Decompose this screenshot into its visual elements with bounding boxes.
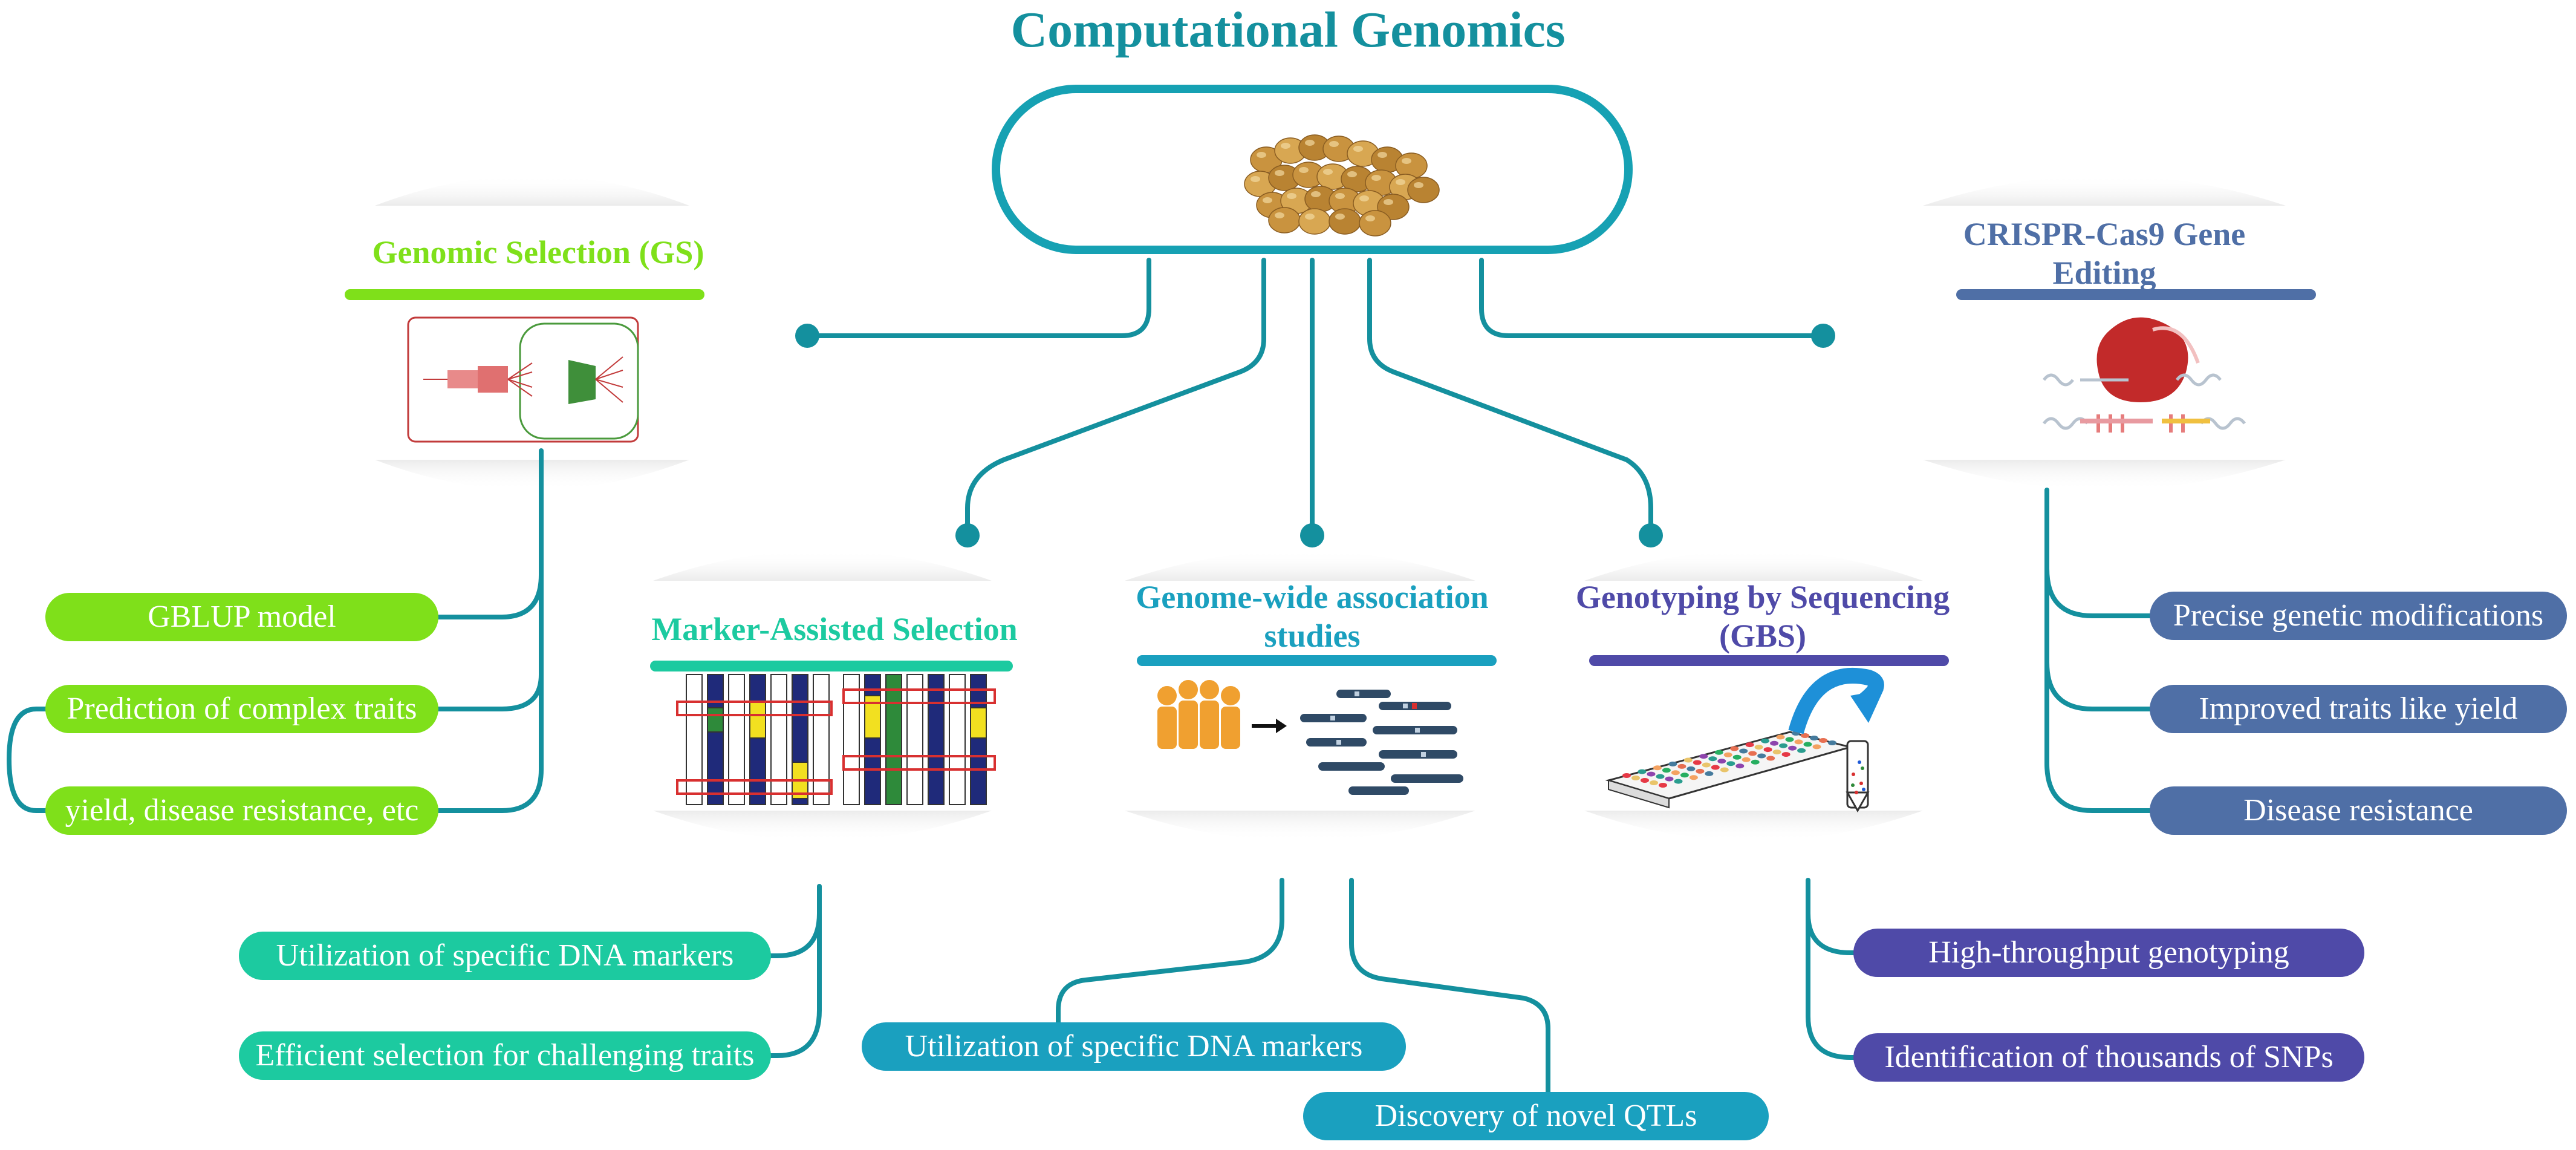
gwas-title: Genome-wide association studies — [1136, 579, 1489, 654]
gs-loop — [7, 707, 51, 813]
gs-title: Genomic Selection (GS) — [372, 234, 704, 270]
mas-item-1: Utilization of specific DNA markers — [239, 932, 771, 980]
branch-gs — [805, 258, 1151, 338]
mas-chromosome-illustration — [676, 674, 996, 805]
mas-underline — [650, 661, 1013, 671]
gs-item-2: Prediction of complex traits — [45, 685, 438, 733]
branch-dot-gs — [795, 324, 819, 348]
gbs-illustration — [1605, 667, 1884, 813]
gs-underline — [345, 289, 704, 300]
crispr-item-1: Precise genetic modifications — [2150, 592, 2567, 640]
central-pod — [992, 85, 1633, 254]
crispr-item-2: Improved traits like yield — [2150, 685, 2567, 733]
branch-gbs — [1367, 258, 1653, 538]
branch-dot-gbs — [1639, 523, 1663, 547]
gwas-underline — [1137, 655, 1497, 666]
gbs-item-1: High-throughput genotyping — [1853, 929, 2364, 977]
gwas-connector-left — [1056, 878, 1284, 1025]
gs-flow-illustration — [407, 316, 639, 443]
crispr-connector — [2044, 488, 2158, 813]
gbs-connector — [1806, 878, 1859, 1060]
mas-item-2: Efficient selection for challenging trai… — [239, 1031, 771, 1080]
gwas-item-1: Utilization of specific DNA markers — [862, 1022, 1406, 1071]
crispr-item-3: Disease resistance — [2150, 786, 2567, 835]
branch-crispr — [1479, 258, 1826, 338]
branch-dot-mas — [955, 523, 980, 547]
gbs-title: Genotyping by Sequencing (GBS) — [1575, 579, 1950, 654]
gs-connector — [433, 448, 544, 813]
crispr-title: CRISPR-Cas9 Gene Editing — [1963, 216, 2246, 291]
card-shadows — [375, 175, 2286, 841]
page-title: Computational Genomics — [1010, 2, 1566, 58]
gwas-item-2: Discovery of novel QTLs — [1303, 1092, 1769, 1140]
crispr-cas9-illustration — [2043, 317, 2246, 433]
gs-item-1: GBLUP model — [45, 593, 438, 641]
gbs-item-2: Identification of thousands of SNPs — [1853, 1033, 2364, 1082]
gwas-connector-right — [1349, 878, 1550, 1094]
branch-dot-crispr — [1811, 324, 1835, 348]
gs-item-3: yield, disease resistance, etc — [45, 786, 438, 835]
mas-title: Marker-Assisted Selection — [651, 611, 1018, 647]
branch-dot-gwas — [1300, 523, 1324, 547]
gwas-illustration — [1157, 680, 1463, 795]
gbs-underline — [1589, 655, 1949, 666]
crispr-underline — [1956, 289, 2316, 300]
soybean-icon — [1244, 134, 1440, 237]
branch-mas — [965, 258, 1266, 538]
mas-connector — [766, 884, 822, 1058]
